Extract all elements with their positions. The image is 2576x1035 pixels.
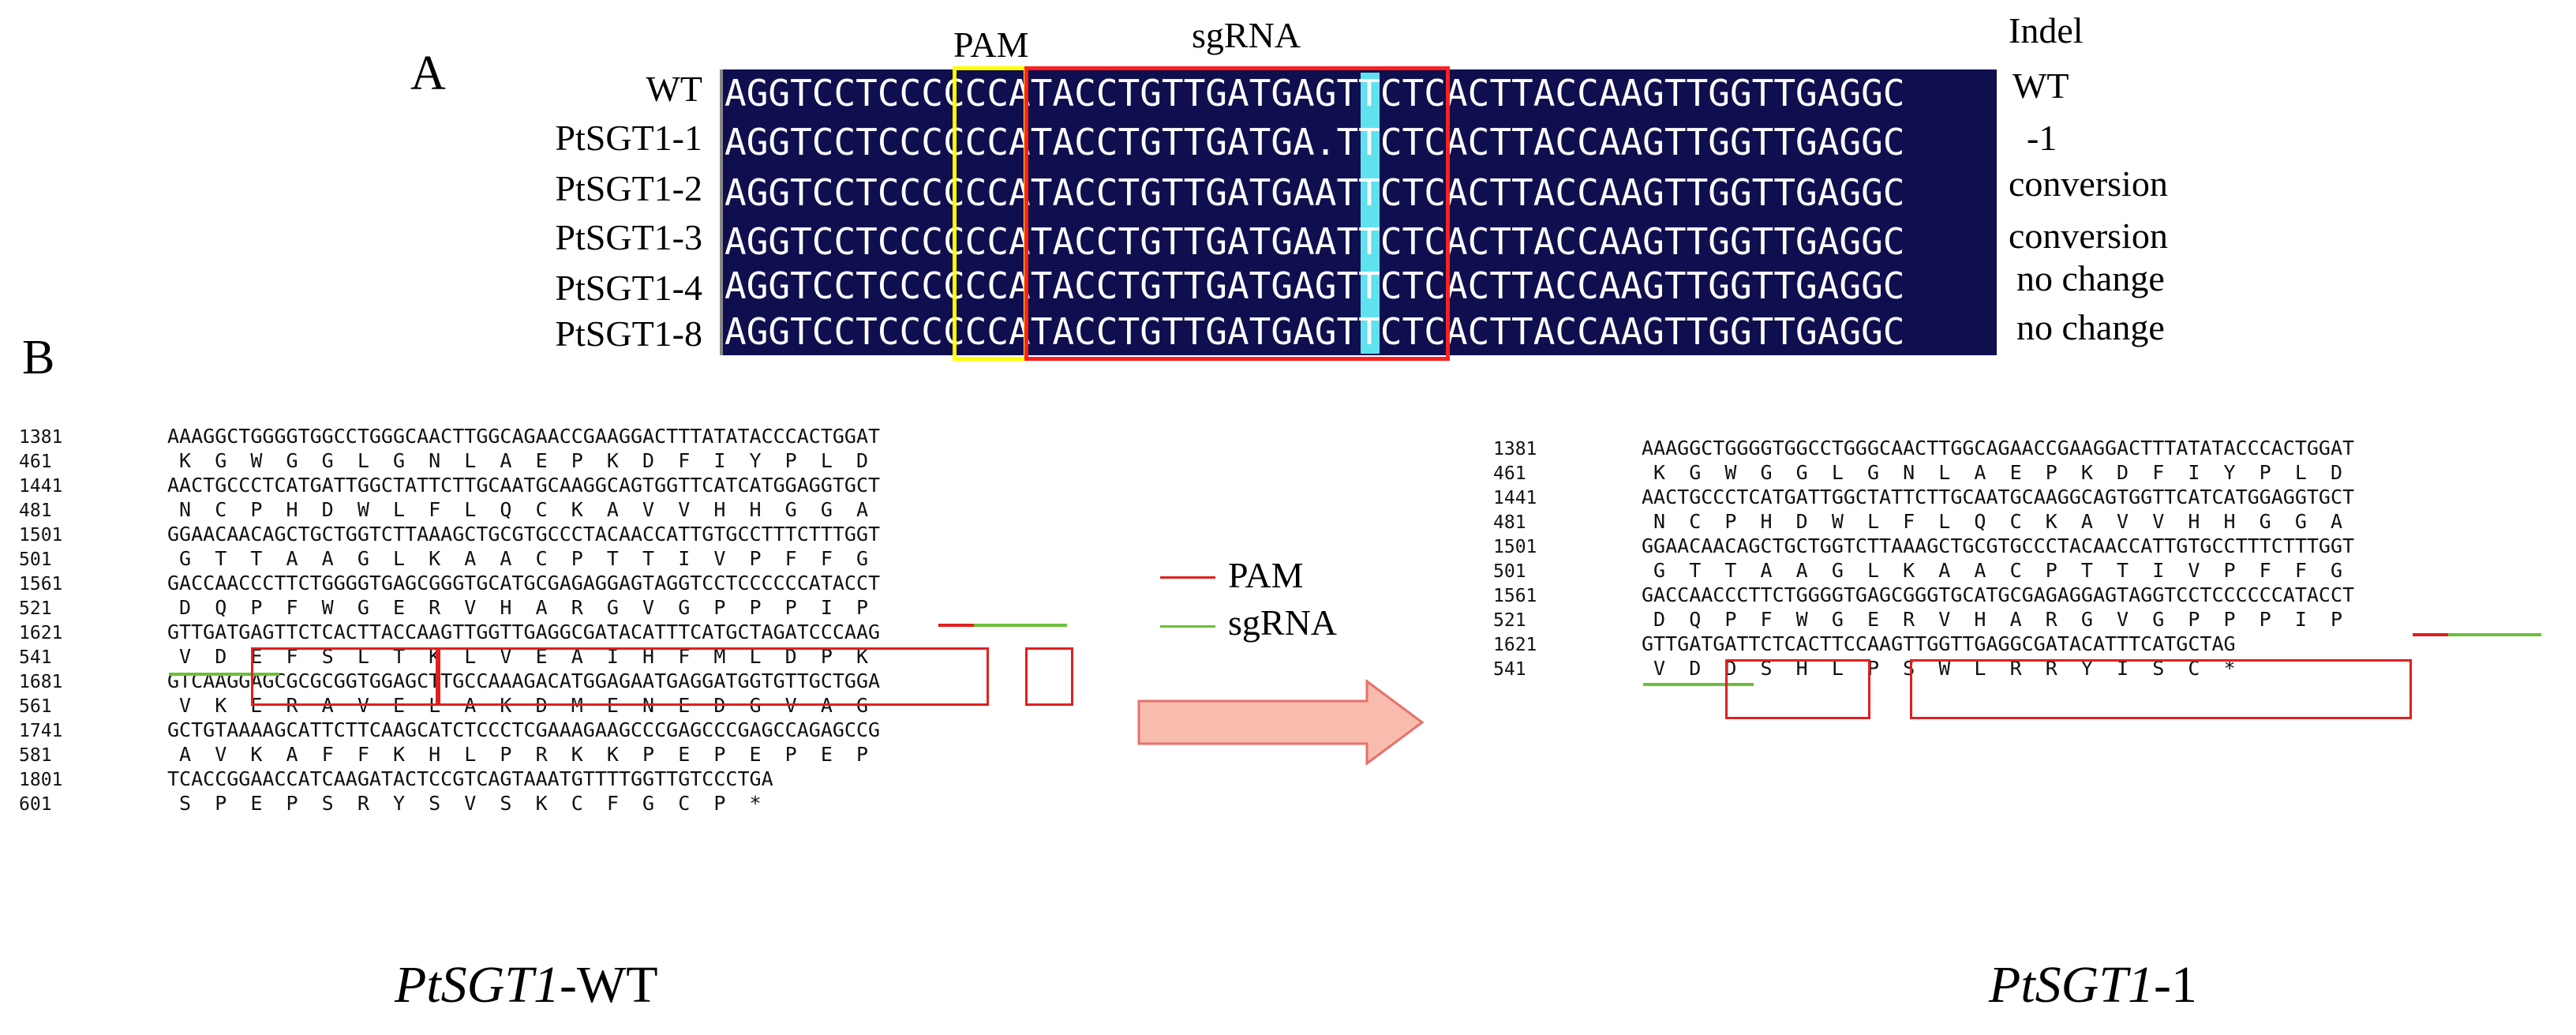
sgrna-underline — [974, 624, 1067, 627]
pam-underline — [938, 624, 974, 627]
wt-seq-line: 541 V D E F S L T K L V E A I H F M L D … — [19, 645, 869, 668]
mut-seq-line: 541 V D D S H L P S W L R R Y I S C * — [1493, 657, 2236, 680]
alignment-sequence: AGGTCCTCCCCCCATACCTGTTGATGAATTCTCACTTACC… — [724, 171, 1905, 214]
indel-value: no change — [2016, 307, 2165, 347]
row-label: PtSGT1-2 — [555, 168, 702, 208]
row-label: PtSGT1-4 — [555, 268, 702, 308]
panel-b-letter: B — [22, 331, 55, 384]
indel-value: no change — [2016, 258, 2165, 298]
alignment-sequence: AGGTCCTCCCCCCATACCTGTTGATGA.TTCTCACTTACC… — [724, 121, 1905, 163]
indel-value: conversion — [2009, 163, 2168, 204]
alignment-sequence: AGGTCCTCCCCCCATACCTGTTGATGAGTTCTCACTTACC… — [724, 264, 1905, 307]
mutation-box — [1025, 647, 1073, 706]
edit-base: A — [1314, 171, 1337, 214]
row-label: PtSGT1-3 — [555, 217, 702, 257]
wt-seq-line: 481 N C P H D W L F L Q C K A V V H H G … — [19, 498, 869, 521]
alignment-sequence: AGGTCCTCCCCCCATACCTGTTGATGAATTCTCACTTACC… — [724, 220, 1905, 263]
wt-seq-line: 501 G T T A A G L K A A C P T T I V P F … — [19, 547, 869, 570]
mutation-box — [251, 647, 440, 706]
indel-header: Indel — [2009, 10, 2084, 51]
legend-sgrna-swatch — [1160, 625, 1215, 628]
mutation-box — [1910, 659, 2412, 719]
edit-base: G — [1314, 310, 1337, 353]
wt-seq-line: 521 D Q P F W G E R V H A R G V G P P P … — [19, 596, 869, 619]
legend-sgrna-label: sgRNA — [1228, 602, 1338, 643]
legend-pam-label: PAM — [1228, 555, 1304, 595]
sgrna-underline — [169, 673, 279, 676]
alignment-block — [720, 69, 1997, 355]
indel-value: conversion — [2009, 216, 2168, 256]
pam-box — [953, 66, 1028, 361]
sgrna-underline — [2448, 633, 2541, 636]
wt-seq-line: 461 K G W G G L G N L A E P K D F I Y P … — [19, 449, 869, 472]
mutant-caption: PtSGT1-1 — [1989, 956, 2198, 1014]
edit-base: G — [1314, 264, 1337, 307]
sgrna-underline — [1643, 683, 1754, 686]
panel-a-letter: A — [410, 47, 446, 100]
pam-underline — [2413, 633, 2448, 636]
edit-base: A — [1314, 220, 1337, 263]
row-label: WT — [646, 69, 702, 109]
mut-seq-line: 481 N C P H D W L F L Q C K A V V H H G … — [1493, 510, 2343, 533]
wt-seq-line: 601 S P E P S R Y S V S K C F G C P * — [19, 792, 762, 815]
alignment-sequence: AGGTCCTCCCCCCATACCTGTTGATGAGTTCTCACTTACC… — [724, 72, 1905, 114]
legend-pam-swatch — [1160, 576, 1215, 579]
legend: PAM sgRNA — [1160, 554, 1389, 649]
mut-seq-line: 521 D Q P F W G E R V H A R G V G P P P … — [1493, 608, 2343, 631]
mutation-box — [436, 647, 989, 706]
wt-caption: PtSGT1-WT — [395, 956, 658, 1014]
row-label: PtSGT1-8 — [555, 313, 702, 354]
sgrna-box — [1024, 66, 1450, 361]
edit-base: . — [1314, 121, 1337, 163]
edit-base: G — [1314, 72, 1337, 114]
edit-site-highlight — [1361, 73, 1380, 354]
indel-value: -1 — [2027, 118, 2057, 158]
alignment-sequence: AGGTCCTCCCCCCATACCTGTTGATGAGTTCTCACTTACC… — [724, 310, 1905, 353]
mut-seq-line: 461 K G W G G L G N L A E P K D F I Y P … — [1493, 461, 2343, 484]
wt-seq-line: 581 A V K A F F K H L P R K K P E P E P … — [19, 743, 869, 766]
mutation-box — [1725, 659, 1870, 719]
mut-seq-line: 501 G T T A A G L K A A C P T T I V P F … — [1493, 559, 2343, 582]
indel-value: WT — [2012, 66, 2069, 106]
pam-header: PAM — [953, 24, 1029, 65]
right-arrow-icon — [1137, 679, 1425, 766]
sgrna-header: sgRNA — [1192, 15, 1301, 55]
row-label: PtSGT1-1 — [555, 118, 702, 158]
